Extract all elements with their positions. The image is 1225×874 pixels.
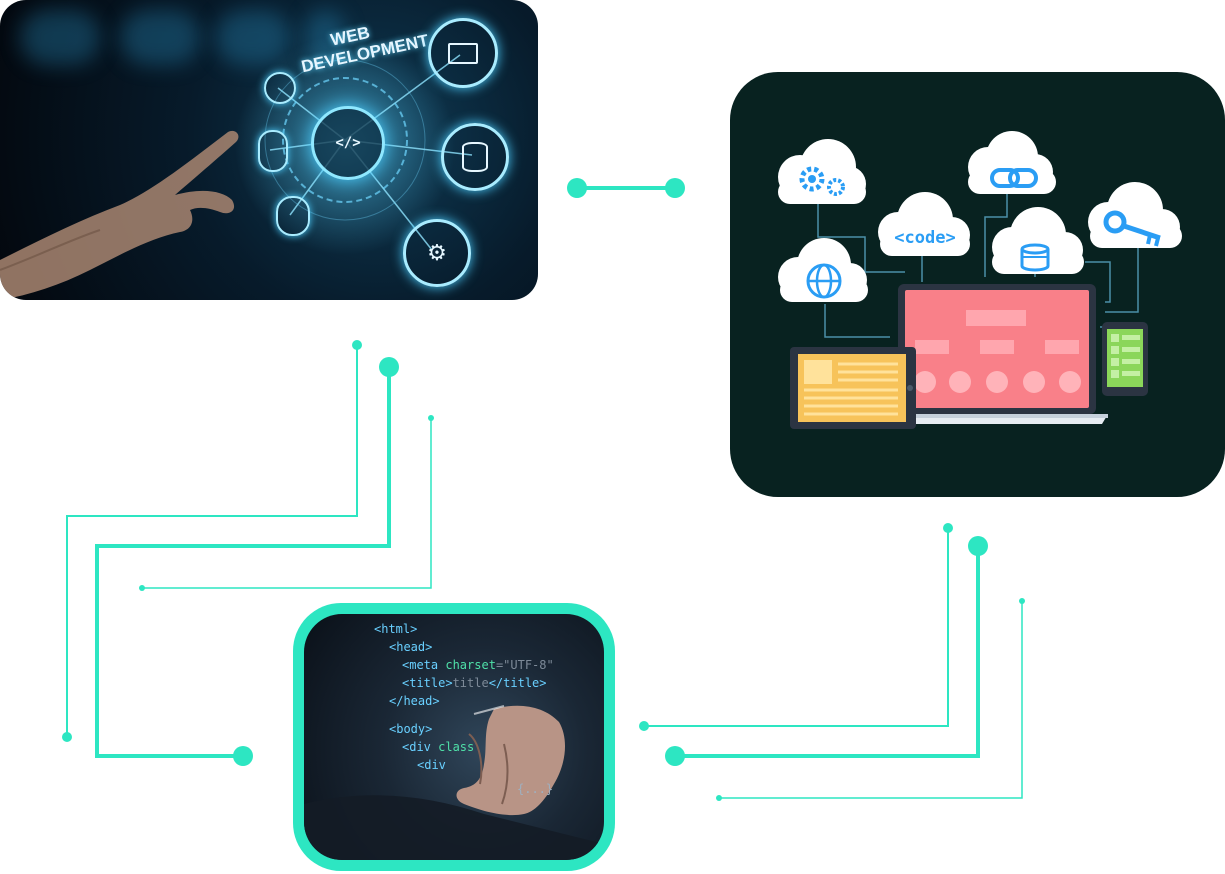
tablet-icon	[790, 347, 916, 429]
code-line: <body>	[389, 722, 432, 736]
coding-image: <html> <head> <meta charset="UTF-8" <title>…	[304, 614, 604, 860]
cloud-network-illustration: <code>	[730, 72, 1225, 497]
cloud-globe	[778, 238, 868, 302]
code-token: <div	[402, 740, 439, 754]
center-glyph: </>	[335, 135, 361, 151]
code-label: <code>	[894, 228, 956, 248]
laptop-icon	[880, 284, 1108, 424]
code-token: <meta	[402, 658, 446, 672]
typing-hand	[304, 705, 604, 860]
code-token: <div	[417, 758, 446, 772]
laptop-icon	[428, 18, 498, 88]
coding-image-frame: <html> <head> <meta charset="UTF-8" <title>…	[293, 603, 615, 871]
code-line: <meta charset="UTF-8"	[402, 658, 554, 672]
pointing-hand	[0, 130, 239, 300]
code-line: <title>title</title>	[402, 676, 547, 690]
code-line: <html>	[374, 622, 417, 636]
code-token: class	[438, 740, 475, 754]
code-token: <head>	[389, 640, 433, 654]
mobile-icon	[258, 130, 288, 172]
code-token: ="UTF-8"	[495, 658, 554, 672]
code-token: <html>	[374, 622, 418, 636]
web-development-image: WEB DEVELOPMENT </> ⚙	[0, 0, 538, 300]
code-line: <div class	[402, 740, 474, 754]
database-icon	[441, 123, 509, 191]
gears-icon: ⚙	[403, 219, 471, 287]
bracket-glyph: {...}	[517, 782, 554, 796]
phone-icon	[1102, 322, 1148, 396]
code-line: <head>	[389, 640, 432, 654]
code-line: </head>	[389, 694, 440, 708]
code-sync-icon: </>	[311, 106, 385, 180]
code-token: <body>	[389, 722, 433, 736]
code-token: </head>	[389, 694, 440, 708]
code-token: title	[452, 676, 489, 690]
cloud-key	[1088, 182, 1182, 248]
cloud-network-graphic	[778, 131, 1182, 429]
globe-icon	[264, 72, 296, 104]
monitor-icon	[276, 196, 310, 236]
cloud-database	[992, 207, 1084, 274]
code-line: <div	[417, 758, 446, 772]
cloud-code	[878, 192, 970, 256]
code-token: </title>	[488, 676, 547, 690]
code-token: <title>	[402, 676, 453, 690]
code-token: charset	[445, 658, 496, 672]
